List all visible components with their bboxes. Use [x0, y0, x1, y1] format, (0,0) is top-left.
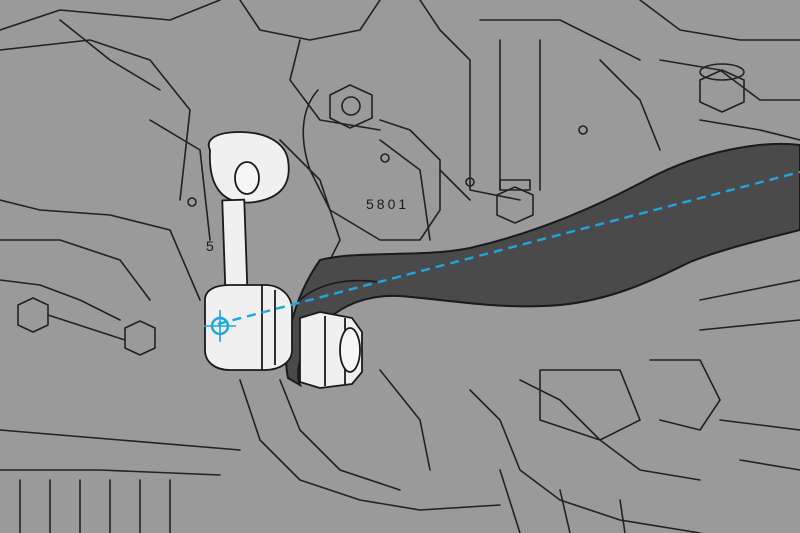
pivot-axis [204, 170, 800, 342]
ball-joint-nut [299, 311, 363, 389]
side-number-label: 5 [206, 238, 217, 254]
lower-control-arm [285, 142, 800, 388]
bolt-nut-right [699, 63, 745, 113]
stabilizer-link [204, 131, 293, 371]
bolt-nut-left [17, 297, 156, 356]
bolt-nut-upper [329, 84, 373, 129]
part-number-label: 5801 [366, 196, 410, 212]
bracket-outline [187, 89, 588, 241]
bolt-nut-center [496, 179, 534, 224]
